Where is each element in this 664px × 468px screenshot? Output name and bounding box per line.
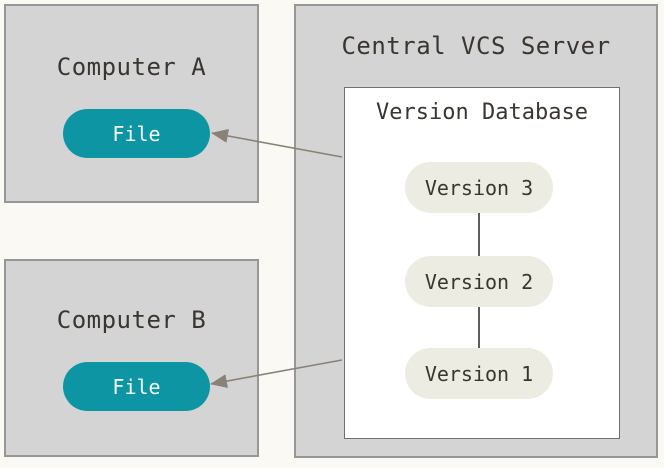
version-1-pill: Version 1 [405,348,553,399]
version-3-label: Version 3 [424,175,534,200]
connector-v2-v1 [478,307,480,348]
computer-a-file-label: File [112,121,161,146]
computer-a-file-pill: File [63,109,210,158]
central-vcs-server-label: Central VCS Server [341,32,611,60]
version-database-label: Version Database [376,100,588,125]
version-2-pill: Version 2 [405,256,553,307]
version-1-label: Version 1 [424,361,534,386]
central-vcs-server-box: Central VCS Server Version Database Vers… [294,4,658,458]
connector-v3-v2 [478,213,480,256]
computer-b-file-label: File [112,374,161,399]
computer-a-box: Computer A File [4,4,259,203]
computer-b-box: Computer B File [4,259,259,457]
computer-a-label: Computer A [56,53,207,81]
computer-b-file-pill: File [63,362,210,411]
version-3-pill: Version 3 [405,162,553,213]
version-database-box: Version Database Version 3 Version 2 Ver… [344,87,620,439]
version-2-label: Version 2 [424,269,534,294]
computer-b-label: Computer B [56,306,207,334]
